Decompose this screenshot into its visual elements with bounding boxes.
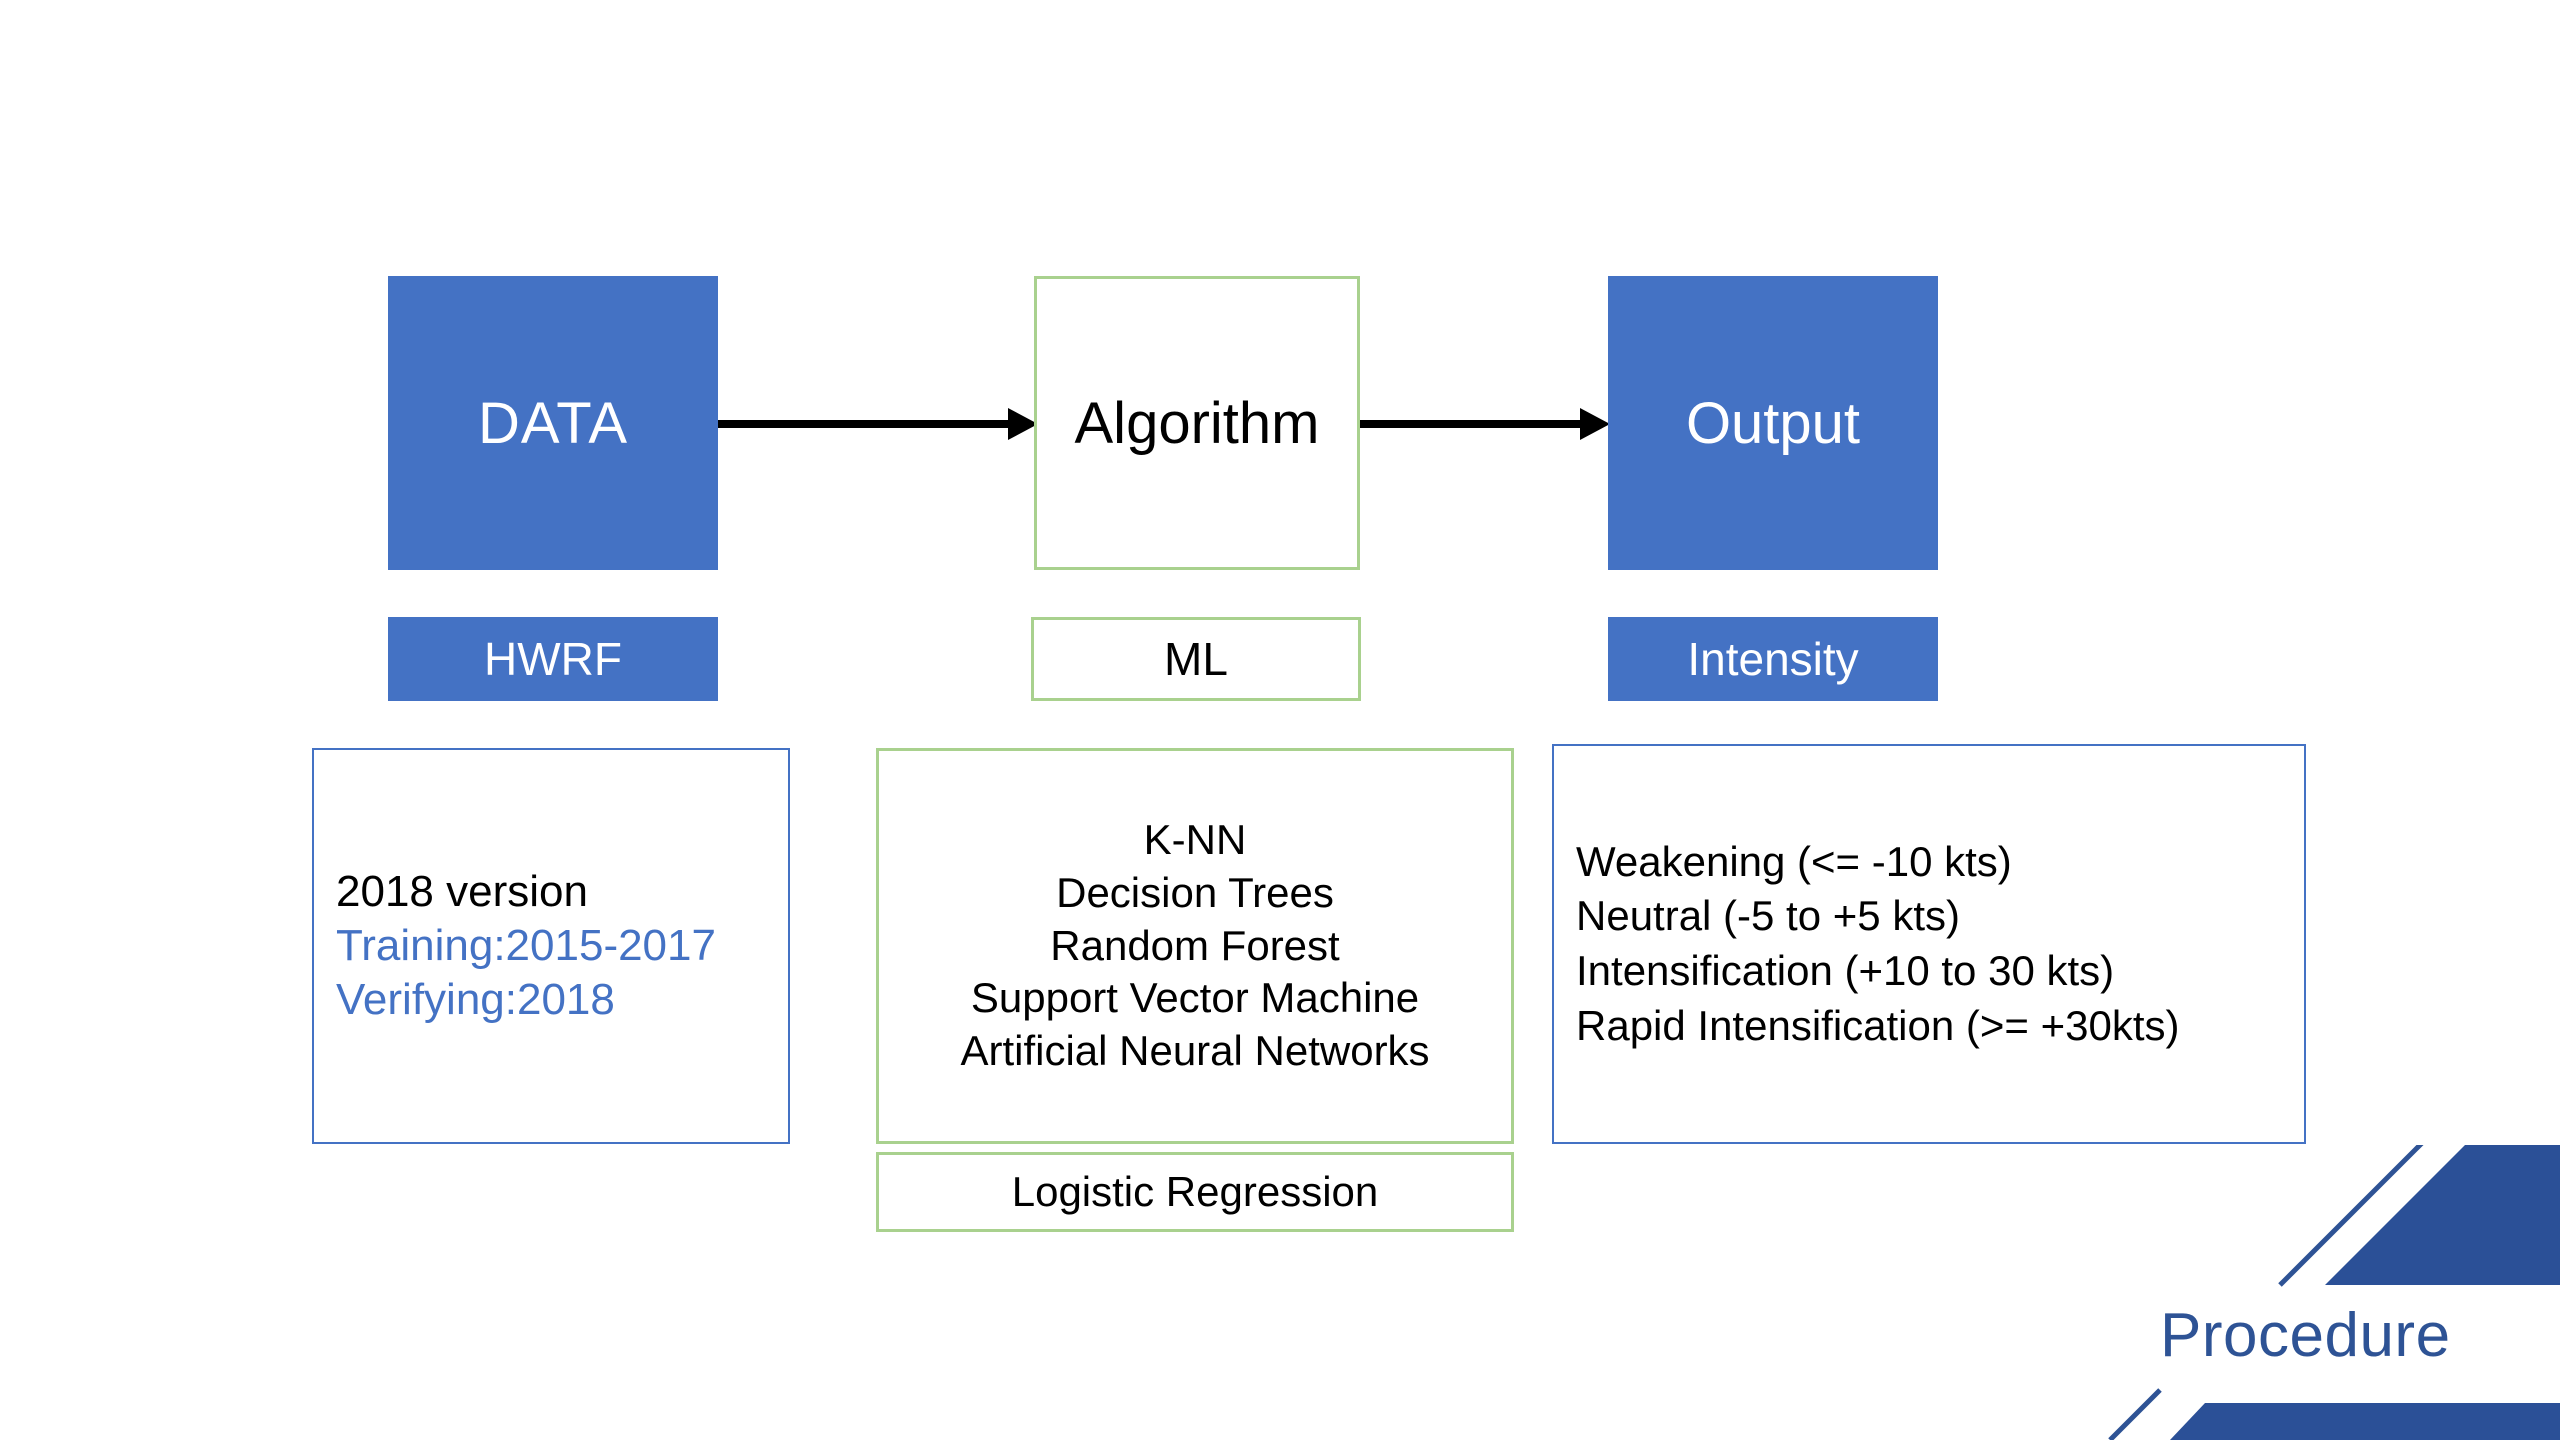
flow-box-data: DATA <box>388 276 718 570</box>
ornament-triangle-shape <box>2325 1145 2560 1285</box>
ornament-diagonal-line-lower <box>2108 1388 2162 1440</box>
detail-output-lines: Weakening (<= -10 kts) Neutral (-5 to +5… <box>1576 835 2304 1053</box>
flow-box-output: Output <box>1608 276 1938 570</box>
detail-method-line-5: Artificial Neural Networks <box>960 1027 1430 1075</box>
ornament-bottom-bar <box>2170 1403 2560 1440</box>
detail-box-output: Weakening (<= -10 kts) Neutral (-5 to +5… <box>1552 744 2306 1144</box>
sublabel-hwrf-text: HWRF <box>484 633 622 685</box>
sublabel-box-hwrf: HWRF <box>388 617 718 701</box>
detail-output-line-3: Intensification (+10 to 30 kts) <box>1576 947 2115 994</box>
detail-method-line-1: K-NN <box>1143 815 1247 863</box>
detail-output-line-1: Weakening (<= -10 kts) <box>1576 837 2012 885</box>
detail-method-line-2: Decision Trees <box>1056 868 1334 916</box>
detail-box-methods: K-NN Decision Trees Random Forest Suppor… <box>876 748 1514 1144</box>
ornament-diagonal-line-upper <box>2278 1145 2424 1287</box>
sublabel-intensity-text: Intensity <box>1687 633 1859 685</box>
detail-output-line-2: Neutral (-5 to +5 kts) <box>1576 892 1960 940</box>
detail-output-line-4: Rapid Intensification (>= +30kts) <box>1576 1001 2180 1049</box>
sublabel-box-intensity: Intensity <box>1608 617 1938 701</box>
detail-data-line-3: Verifying:2018 <box>336 974 615 1024</box>
sublabel-ml-text: ML <box>1164 633 1228 685</box>
arrow-head-icon <box>1580 408 1610 440</box>
detail-methods-lines: K-NN Decision Trees Random Forest Suppor… <box>887 814 1503 1079</box>
detail-logistic-regression-label: Logistic Regression <box>1011 1168 1379 1215</box>
arrow-shaft <box>1360 420 1582 428</box>
detail-method-line-4: Support Vector Machine <box>970 974 1420 1022</box>
flow-box-data-label: DATA <box>477 390 629 456</box>
arrow-head-icon <box>1008 408 1038 440</box>
sublabel-box-ml: ML <box>1031 617 1361 701</box>
flow-arrow-data-to-algorithm <box>718 408 1038 440</box>
detail-method-line-3: Random Forest <box>1050 921 1340 969</box>
flow-arrow-algorithm-to-output <box>1360 408 1610 440</box>
arrow-shaft <box>718 420 1010 428</box>
page-title: Procedure <box>2160 1301 2451 1370</box>
flow-box-output-label: Output <box>1685 390 1861 456</box>
detail-data-lines: 2018 version Training:2015-2017 Verifyin… <box>336 865 788 1026</box>
slide-corner-ornament <box>2100 1145 2560 1440</box>
detail-box-data: 2018 version Training:2015-2017 Verifyin… <box>312 748 790 1144</box>
detail-data-line-1: 2018 version <box>336 867 588 917</box>
detail-data-line-2: Training:2015-2017 <box>336 921 716 971</box>
flow-box-algorithm-label: Algorithm <box>1074 390 1320 456</box>
flow-box-algorithm: Algorithm <box>1034 276 1360 570</box>
detail-box-logistic-regression: Logistic Regression <box>876 1152 1514 1232</box>
